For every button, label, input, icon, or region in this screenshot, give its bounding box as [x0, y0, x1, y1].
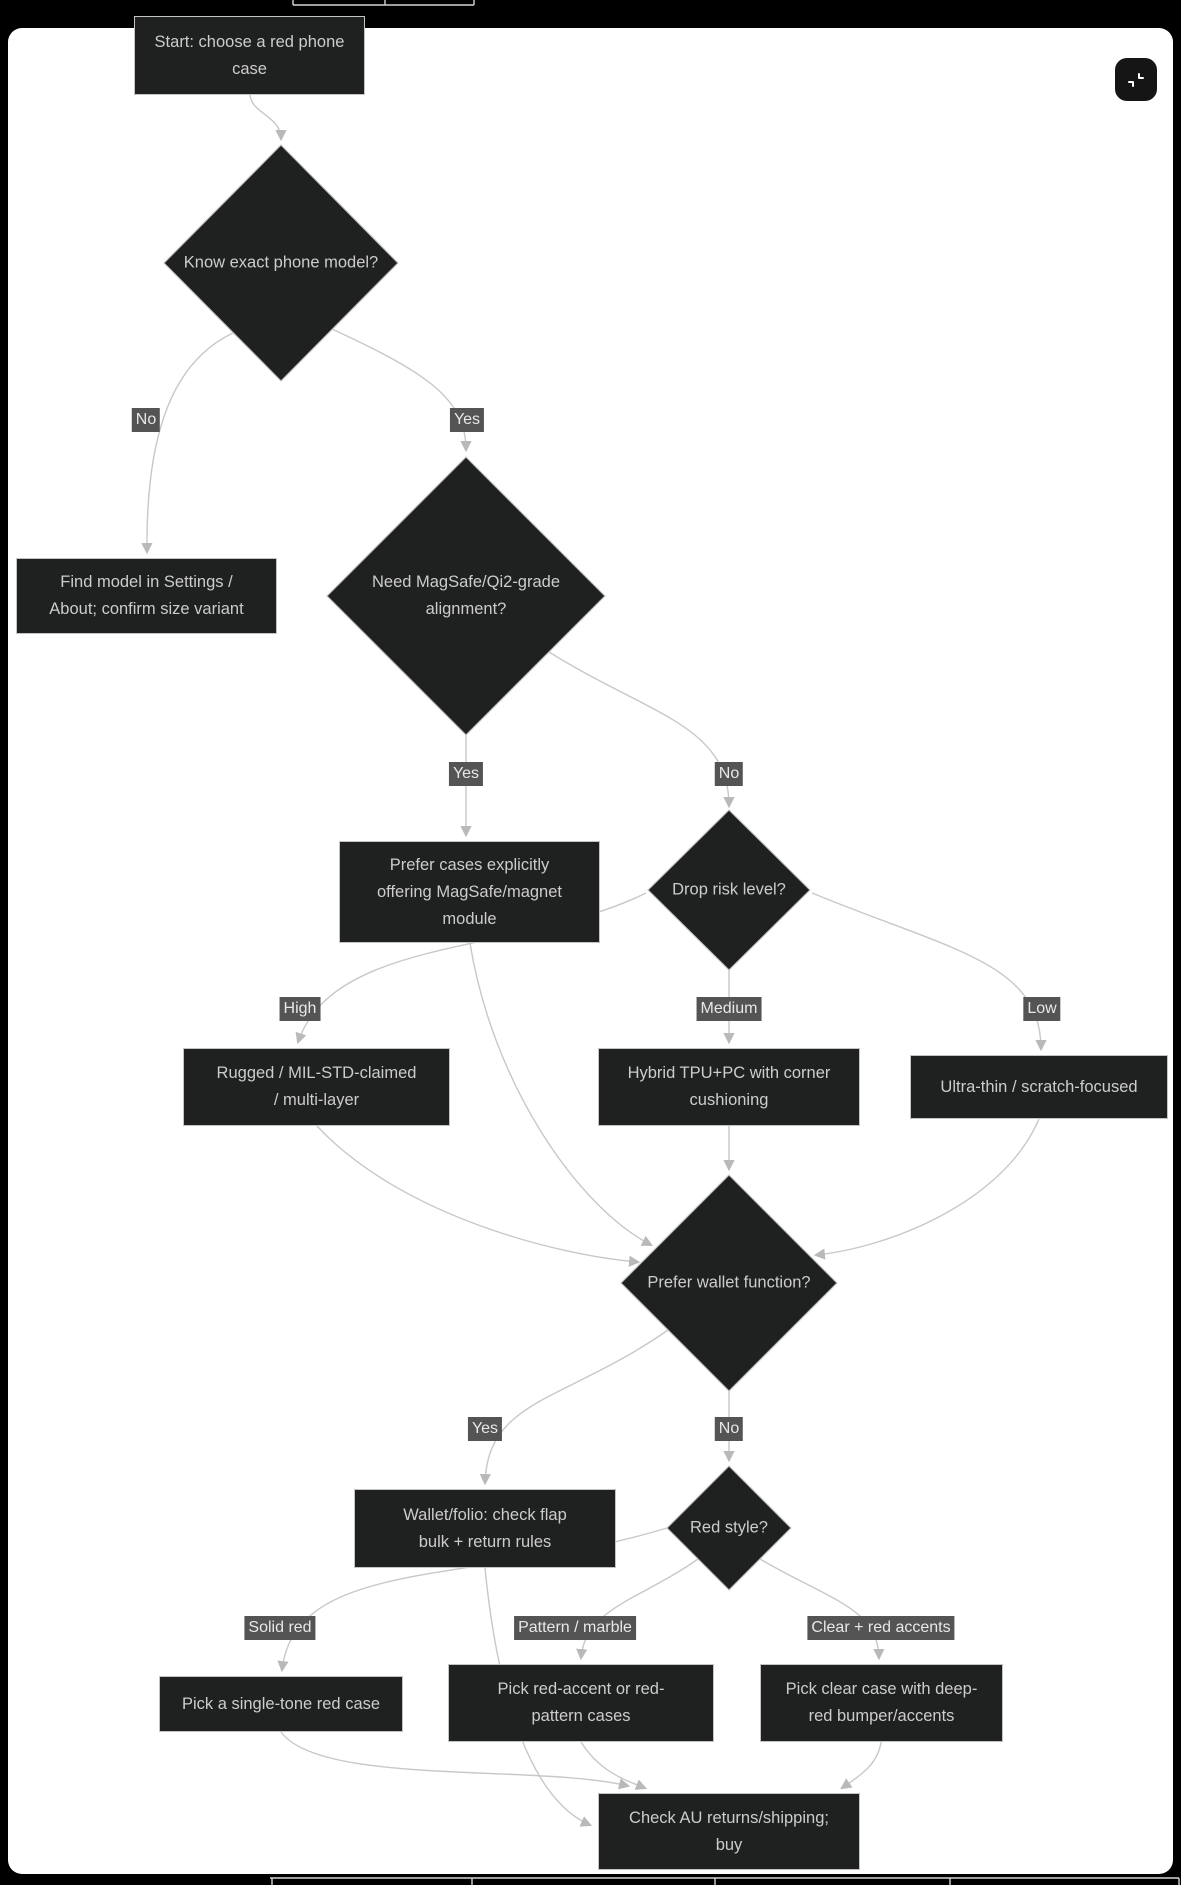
decision-red-style-label: Red style? — [690, 1518, 768, 1537]
node-pick-clear: Pick clear case with deep- red bumper/ac… — [760, 1664, 1003, 1742]
collapse-button[interactable] — [1115, 58, 1157, 101]
node-check-buy: Check AU returns/shipping; buy — [598, 1793, 860, 1870]
node-rugged: Rugged / MIL-STD-claimed / multi-layer — [183, 1048, 450, 1126]
edge-label-low: Low — [1023, 997, 1061, 1021]
node-find-model: Find model in Settings / About; confirm … — [16, 558, 277, 634]
edge-label-medium: Medium — [696, 997, 762, 1021]
edge-label-yes2: Yes — [448, 762, 484, 786]
edge-label-yes1: Yes — [449, 408, 485, 432]
decision-magsafe-label: Need MagSafe/Qi2-grade alignment? — [371, 573, 561, 618]
edge-label-no2: No — [714, 762, 744, 786]
decision-drop-risk-label: Drop risk level? — [672, 880, 786, 899]
edge-label-no1: No — [131, 408, 161, 432]
edge-label-high: High — [279, 997, 321, 1021]
node-ultrathin: Ultra-thin / scratch-focused — [910, 1055, 1168, 1119]
edge-label-pattern: Pattern / marble — [514, 1616, 636, 1640]
node-hybrid: Hybrid TPU+PC with corner cushioning — [598, 1048, 860, 1126]
edge-label-no3: No — [714, 1417, 744, 1441]
edge-label-solid: Solid red — [244, 1616, 316, 1640]
decision-know-model-label: Know exact phone model? — [183, 253, 379, 272]
node-pick-solid: Pick a single-tone red case — [159, 1676, 403, 1732]
decision-wallet-q-label: Prefer wallet function? — [647, 1273, 811, 1292]
node-start: Start: choose a red phone case — [134, 16, 365, 95]
collapse-icon — [1128, 72, 1144, 87]
diagram-canvas — [8, 28, 1173, 1874]
node-wallet-box: Wallet/folio: check flap bulk + return r… — [354, 1489, 616, 1568]
edge-label-clear: Clear + red accents — [807, 1616, 955, 1640]
edge-label-yes3: Yes — [467, 1417, 503, 1441]
node-pick-pattern: Pick red-accent or red- pattern cases — [448, 1664, 714, 1742]
node-prefer-magsafe: Prefer cases explicitly offering MagSafe… — [339, 841, 600, 943]
